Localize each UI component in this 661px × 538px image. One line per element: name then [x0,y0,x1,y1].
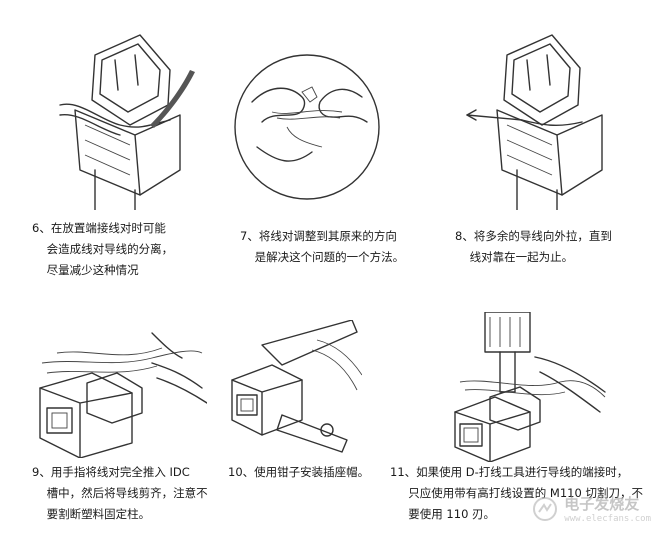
step-7-panel [232,52,382,202]
watermark: 电子发烧友 www.elecfans.com [532,493,651,524]
step-10-illustration [231,320,362,453]
step-10-caption: 10、使用钳子安装插座帽。 [228,465,370,479]
step-11-caption: 11、如果使用 D-打线工具进行导线的端接时， 只应使用带有高打线设置的 M11… [390,465,643,521]
step-6-illustration [59,34,195,210]
step-7-illustration [234,54,380,200]
step-10-panel [222,320,362,455]
step-11-panel [440,312,610,462]
step-9-caption: 9、用手指将线对完全推入 IDC 槽中，然后将导线剪齐，注意不 要割断塑料固定柱… [32,465,208,521]
step-8-panel [462,30,622,210]
watermark-logo-icon [533,496,558,521]
watermark-title: 电子发烧友 [564,495,640,513]
step-8-caption: 8、将多余的导线向外拉，直到 线对靠在一起为止。 [455,229,612,264]
step-9-panel [32,318,207,458]
step-6-panel [40,30,200,210]
step-8-illustration [466,34,603,210]
watermark-text-block: 电子发烧友 www.elecfans.com [564,493,651,524]
step-9-illustration [39,332,207,458]
step-7-caption: 7、将线对调整到其原来的方向 是解决这个问题的一个方法。 [240,229,405,264]
step-11-illustration [454,312,606,462]
step-6-caption: 6、在放置端接线对时可能 会造成线对导线的分离， 尽量减少这种情况 [32,221,174,277]
watermark-url: www.elecfans.com [564,514,651,524]
